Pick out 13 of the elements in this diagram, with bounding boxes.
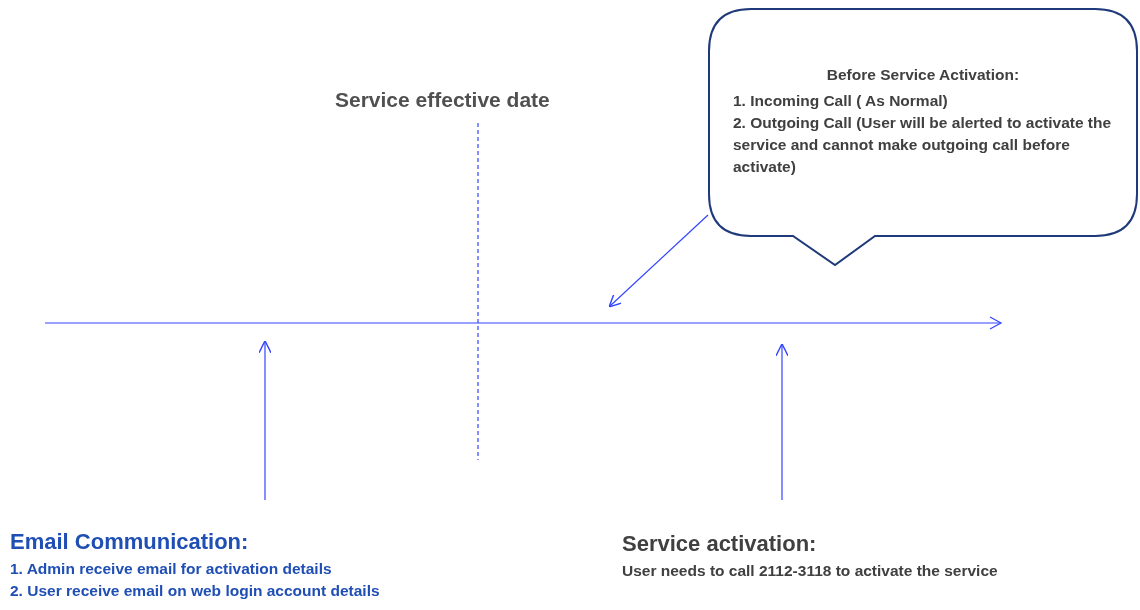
- arrow: [775, 343, 789, 501]
- list-item: 2. User receive email on web login account details: [10, 581, 381, 601]
- list-item: 1. Incoming Call ( As Normal): [733, 91, 949, 111]
- list-item: 2. Outgoing Call (User will be alerted to activate the service and cannot make outgoing call before activate): [733, 113, 1113, 177]
- description: User needs to call 2112-3118 to activate the service: [622, 561, 999, 581]
- heading: Service activation:: [622, 533, 818, 555]
- list-item: 1. Admin receive email for activation details: [10, 559, 333, 579]
- heading: Before Service Activation:: [825, 65, 1021, 85]
- marker-label: Service effective date: [335, 88, 550, 112]
- arrow: [258, 340, 272, 501]
- speech-bubble: [708, 8, 1139, 268]
- heading: Email Communication:: [10, 531, 250, 553]
- arrow: [608, 214, 709, 308]
